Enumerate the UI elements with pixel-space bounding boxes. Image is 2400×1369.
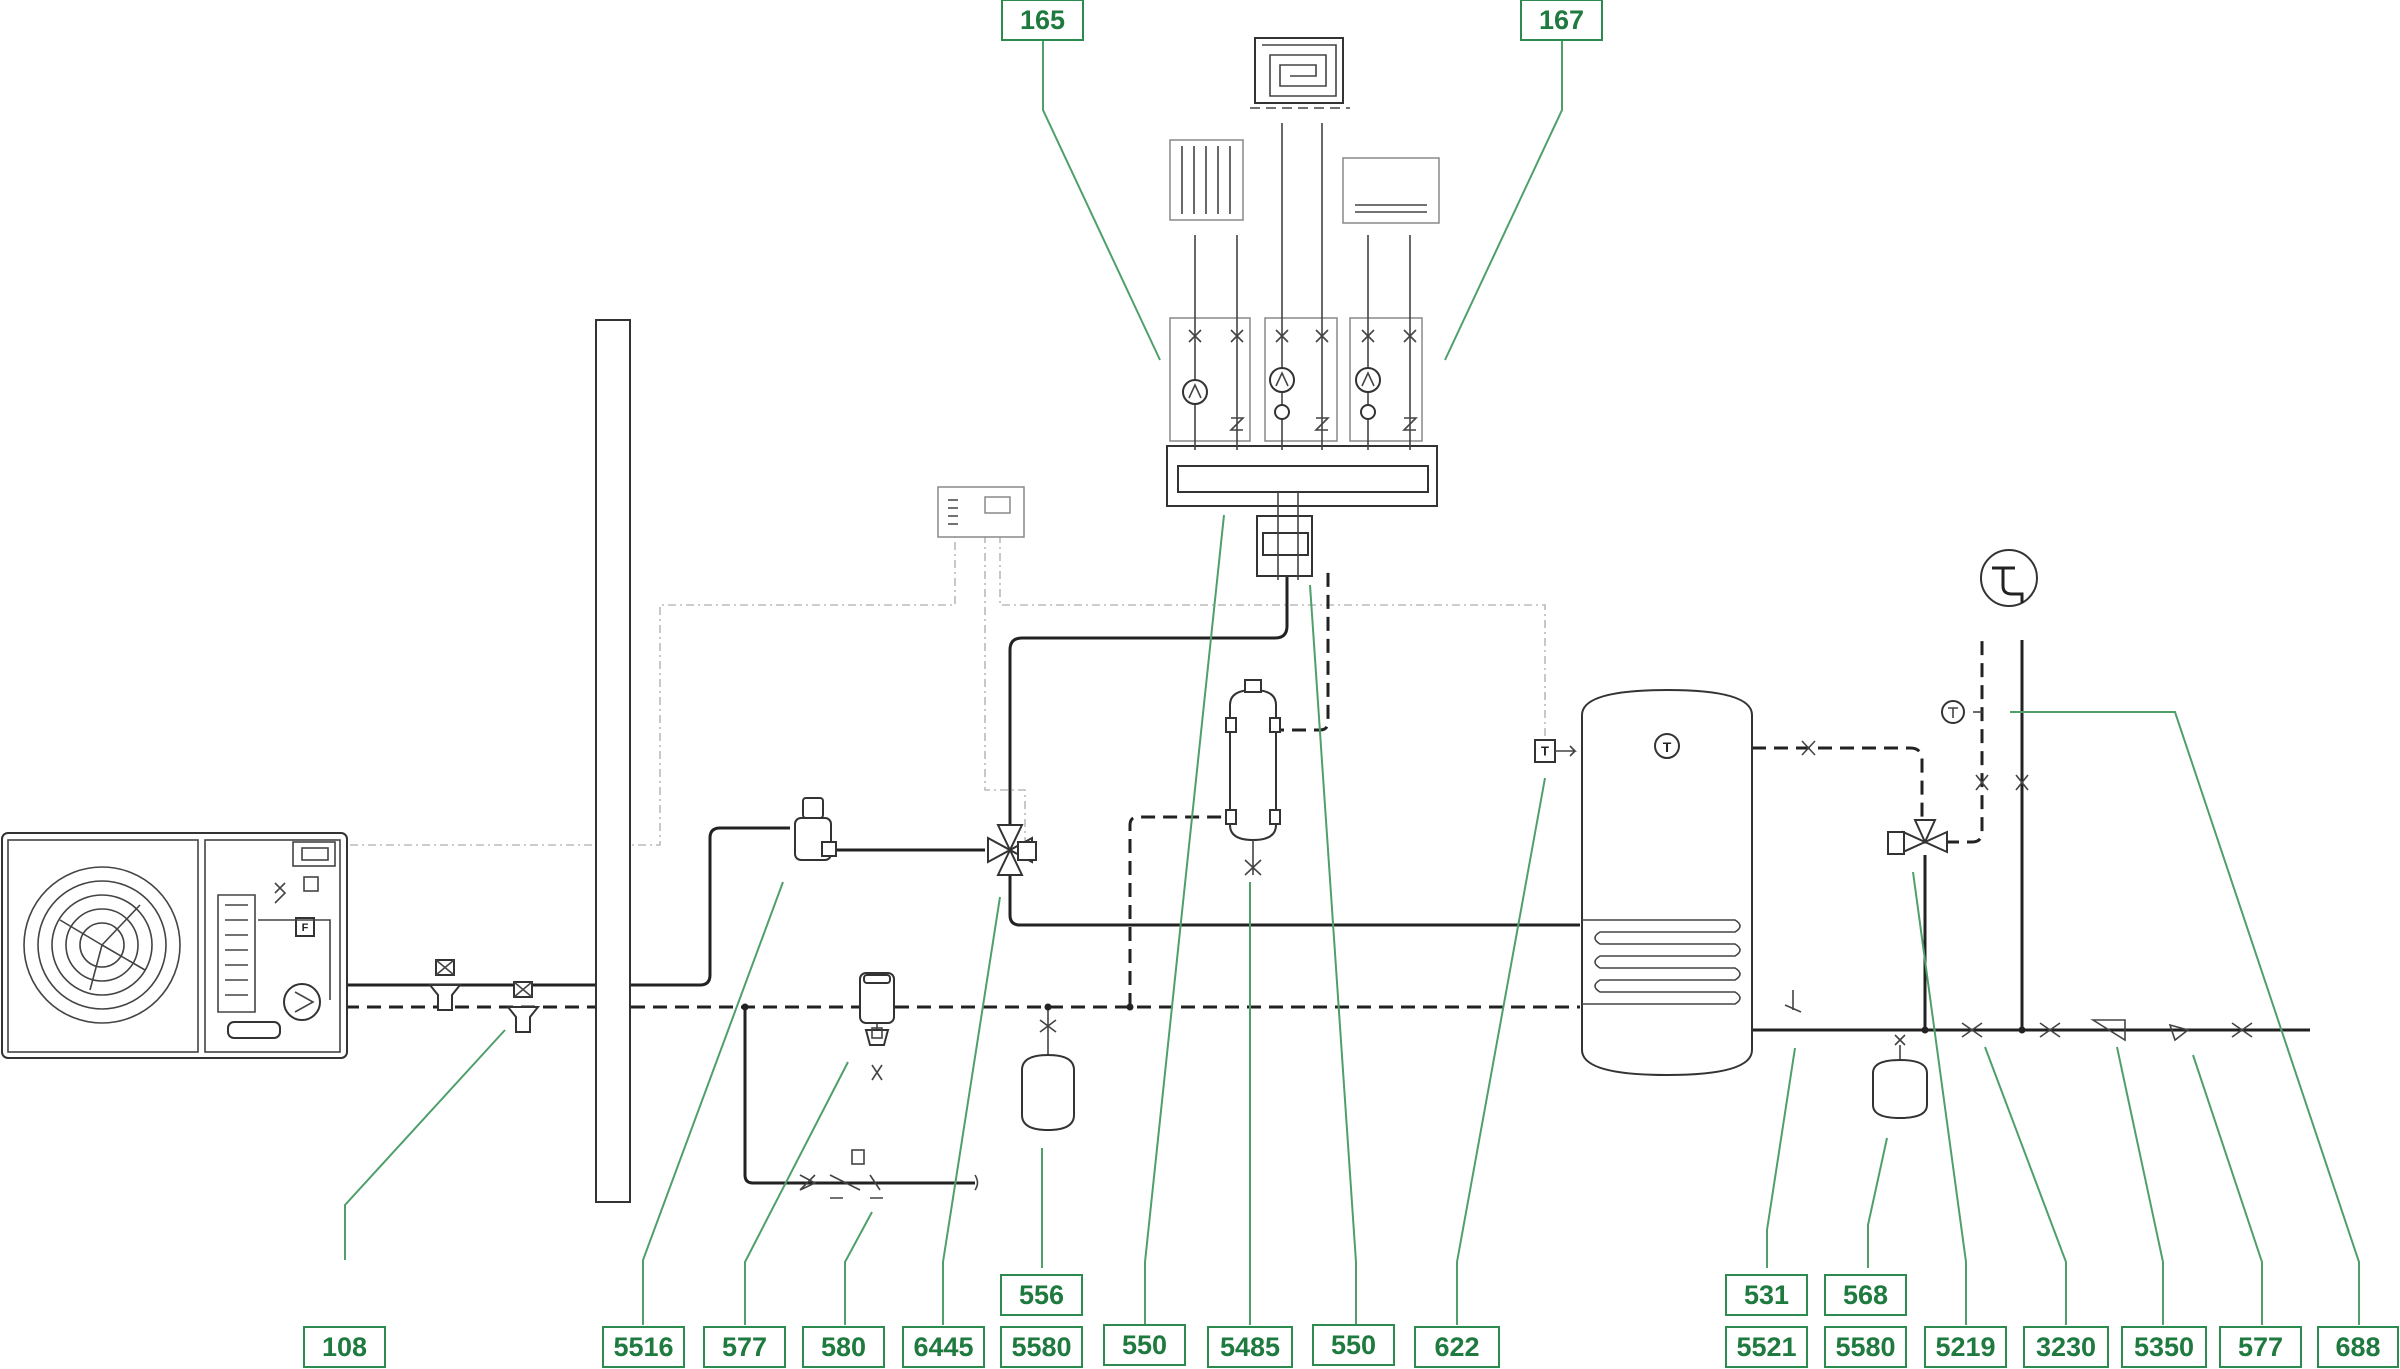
label-5219-text: 5219 [1935,1332,1995,1362]
label-5219: 5219 [1924,1326,2007,1368]
label-5485-text: 5485 [1220,1332,1280,1362]
label-167-text: 167 [1539,5,1584,35]
control-wiring [350,535,1546,846]
filling-group-580 [799,1149,979,1199]
building-wall [595,319,631,1203]
label-5516-text: 5516 [613,1332,673,1362]
junction-dot [1044,1003,1052,1011]
expansion-vessel-556 [1021,1019,1075,1132]
flow-sensor-letter: F [302,922,309,934]
radiator-icon [1169,139,1244,221]
underfloor-heating-icon [1250,37,1350,109]
label-6445: 6445 [902,1326,985,1368]
label-568: 568 [1824,1274,1907,1316]
fan-icon [23,866,181,1024]
label-108-text: 108 [322,1332,367,1362]
label-577-left: 577 [703,1326,786,1368]
label-531: 531 [1725,1274,1808,1316]
label-577-right-text: 577 [2238,1332,2283,1362]
label-5350-text: 5350 [2134,1332,2194,1362]
temperature-sensor-622: T [1534,739,1577,763]
thermostatic-mixer-5219 [1801,740,1948,855]
label-3230: 3230 [2023,1326,2109,1368]
label-5580-left: 5580 [1000,1326,1083,1368]
distribution-manifold [1166,445,1438,580]
label-165: 165 [1001,0,1084,41]
label-550-right-text: 550 [1331,1330,1376,1360]
label-550-right: 550 [1312,1324,1395,1366]
label-5350: 5350 [2121,1326,2207,1368]
label-577-left-text: 577 [722,1332,767,1362]
label-622-text: 622 [1434,1332,1479,1362]
fancoil-icon [1342,157,1440,224]
hydraulic-separator-5485 [1225,679,1281,876]
junction-dot [1126,1003,1134,1011]
heating-circuit-radiator [1169,235,1251,450]
heating-circuit-fancoil [1349,235,1423,450]
heat-pump-unit: F [1,832,348,1059]
label-5521: 5521 [1725,1326,1808,1368]
air-vent-577 [859,972,895,1081]
label-5580-right: 5580 [1824,1326,1907,1368]
dhw-cylinder: T [1581,688,1753,1077]
thermometer-icon [1941,700,1965,724]
three-way-valve-6445 [987,824,1037,876]
junction-dot [741,1003,749,1011]
label-5580-right-text: 5580 [1835,1332,1895,1362]
tap-icon [1980,549,2038,607]
label-580: 580 [802,1326,885,1368]
label-3230-text: 3230 [2036,1332,2096,1362]
label-6445-text: 6445 [913,1332,973,1362]
label-568-text: 568 [1843,1280,1888,1310]
shutoff-valve-108 [427,959,541,1033]
label-550-left-text: 550 [1122,1330,1167,1360]
label-688: 688 [2317,1326,2399,1368]
label-5580-left-text: 5580 [1011,1332,1071,1362]
leader-lines [344,40,2360,1325]
label-556: 556 [1000,1274,1083,1316]
tank-temp-sensor: T [1663,739,1672,755]
label-5485: 5485 [1207,1326,1293,1368]
label-108: 108 [303,1326,386,1368]
heating-circuit-floor [1264,123,1338,450]
label-622: 622 [1414,1326,1500,1368]
label-5516: 5516 [602,1326,685,1368]
label-167: 167 [1520,0,1603,41]
label-165-text: 165 [1020,5,1065,35]
label-580-text: 580 [821,1332,866,1362]
label-5521-text: 5521 [1736,1332,1796,1362]
label-531-text: 531 [1744,1280,1789,1310]
controller-box [937,486,1025,538]
sensor-622-letter: T [1541,744,1549,759]
flow-pipes [345,565,2310,1185]
label-577-right: 577 [2219,1326,2302,1368]
label-556-text: 556 [1019,1280,1064,1310]
dhw-valves [1784,774,2253,1042]
label-550-left: 550 [1103,1324,1186,1366]
label-688-text: 688 [2335,1332,2380,1362]
expansion-vessel-568 [1872,1034,1928,1120]
dirt-separator-5516 [794,797,837,861]
